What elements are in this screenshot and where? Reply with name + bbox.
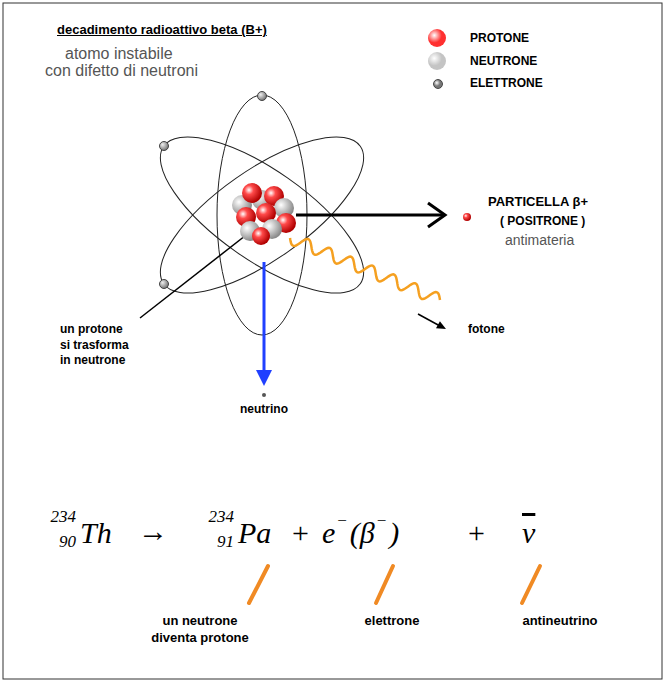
legend-label: NEUTRONE xyxy=(470,54,537,68)
charge-sign: − xyxy=(336,512,347,529)
particle-label: fotone xyxy=(468,322,505,336)
particle-symbol: (β xyxy=(350,518,375,548)
arrow-head xyxy=(436,321,446,329)
atomic-number: 91 xyxy=(217,533,234,550)
particle-symbol: e xyxy=(322,518,335,548)
note: elettrone xyxy=(365,613,420,629)
bracket: ) xyxy=(389,518,399,548)
legend-swatch xyxy=(433,79,443,89)
note: un protone si trasforma in neutrone xyxy=(60,322,132,369)
charge-sign: − xyxy=(376,512,387,529)
frame xyxy=(3,3,662,679)
atomic-number: 90 xyxy=(59,533,76,550)
legend-label: ELETTRONE xyxy=(470,76,543,90)
positron xyxy=(463,213,471,221)
leader-line xyxy=(140,232,250,318)
legend-label: PROTONE xyxy=(470,31,529,45)
title: decadimento radioattivo beta (B+) xyxy=(57,22,267,38)
nucleus xyxy=(232,183,296,245)
element-symbol: Pa xyxy=(238,518,271,548)
electrons xyxy=(160,92,267,289)
neutrino-dot xyxy=(262,393,266,397)
photon-wave xyxy=(290,238,440,300)
mass-number: 234 xyxy=(51,508,77,525)
note: antimateria xyxy=(505,232,574,249)
particle-label: neutrino xyxy=(240,402,288,416)
mass-number: 234 xyxy=(209,508,235,525)
neutrino-arrow xyxy=(263,262,266,372)
element-symbol: Th xyxy=(80,518,112,548)
particle-symbol: ν xyxy=(522,518,535,548)
note: un neutrone diventa protone xyxy=(144,613,256,647)
arrow-head xyxy=(428,203,445,227)
legend-swatch xyxy=(428,52,446,70)
note: atomo instabile con difetto di neutroni xyxy=(45,46,201,80)
plus-sign: + xyxy=(292,518,309,548)
legend-swatch xyxy=(428,29,446,47)
emission-arrow xyxy=(296,214,443,217)
particle-label: ( POSITRONE ) xyxy=(500,214,585,228)
leader-lines xyxy=(249,566,540,603)
reaction-arrow: → xyxy=(138,516,168,546)
particle-label: PARTICELLA β+ xyxy=(488,194,588,210)
note: antineutrino xyxy=(522,613,597,629)
photon-arrow xyxy=(418,314,440,326)
plus-sign: + xyxy=(468,518,485,548)
arrow-head xyxy=(256,370,272,386)
